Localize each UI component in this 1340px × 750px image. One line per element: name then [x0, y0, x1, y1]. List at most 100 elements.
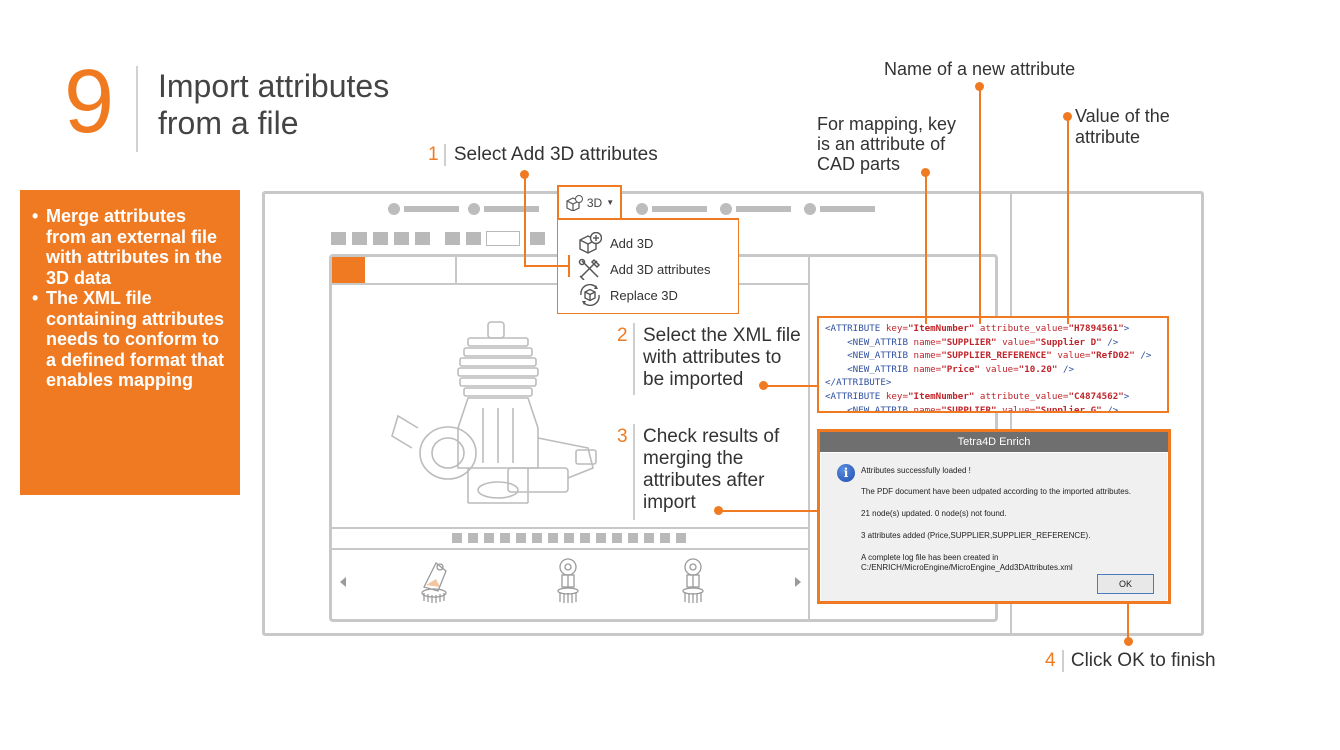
toolbar-square[interactable]: [445, 232, 460, 245]
attribute-value-line: attribute: [1075, 127, 1141, 147]
toolbar-square[interactable]: [331, 232, 346, 245]
thumbnail-pager: [452, 533, 686, 543]
toolbar-dot[interactable]: [720, 203, 732, 215]
pager-square[interactable]: [532, 533, 542, 543]
toolbar-square[interactable]: [373, 232, 388, 245]
toolbar-dot[interactable]: [636, 203, 648, 215]
pager-square[interactable]: [500, 533, 510, 543]
pager-square[interactable]: [484, 533, 494, 543]
xml-line: <NEW_ATTRIB name="SUPPLIER_REFERENCE" va…: [847, 350, 1152, 362]
toolbar-square[interactable]: [530, 232, 545, 245]
dialog-body: i Attributes successfully loaded ! The P…: [821, 453, 1167, 601]
toolbar-field[interactable]: [486, 231, 520, 246]
page-title-line-2: from a file: [158, 105, 299, 141]
connector-line: [720, 510, 817, 512]
callout-step-1: 1 Select Add 3D attributes: [428, 144, 658, 166]
viewer-side-divider: [808, 257, 810, 619]
toolbar-dot[interactable]: [468, 203, 480, 215]
thumbnail-part-1-icon[interactable]: [416, 557, 452, 605]
result-dialog: Tetra4D Enrich i Attributes successfully…: [817, 429, 1171, 604]
xml-line: <NEW_ATTRIB name="Price" value="10.20" /…: [847, 363, 1075, 375]
connector-dot: [1123, 637, 1133, 646]
connector-end: [568, 255, 570, 277]
thumbnail-part-2-icon[interactable]: [553, 557, 583, 605]
menu-item-label: Replace 3D: [610, 287, 678, 303]
mapping-key-line: For mapping, key: [817, 114, 957, 134]
callout-step-2: Select the XML file with attributes to b…: [643, 325, 801, 391]
menu-3d-button[interactable]: 3D ▼: [557, 185, 622, 220]
menu-item-label: Add 3D: [610, 235, 654, 251]
heading-divider: [136, 66, 138, 152]
callout-attribute-value: Value of the attribute: [1075, 106, 1170, 148]
step-2-line: be imported: [643, 369, 744, 390]
ok-button[interactable]: OK: [1097, 574, 1154, 594]
connector-dot: [520, 170, 529, 179]
connector-line: [765, 385, 817, 387]
connector-line: [1066, 118, 1069, 324]
pager-square[interactable]: [676, 533, 686, 543]
xml-line: <NEW_ATTRIB name="SUPPLIER" value="Suppl…: [847, 336, 1119, 348]
active-tab[interactable]: [332, 257, 365, 283]
step-3-number: 3: [617, 426, 628, 447]
menu-3d-label: 3D: [586, 195, 603, 210]
thumbnail-divider: [332, 527, 808, 529]
step-4-text: Click OK to finish: [1070, 650, 1216, 671]
connector-dot: [1063, 112, 1072, 121]
callout-step-3: Check results of merging the attributes …: [643, 426, 779, 514]
menu-item-replace-3d[interactable]: Replace 3D: [578, 284, 678, 306]
dialog-message: C:/ENRICH/MicroEngine/MicroEngine_Add3DA…: [861, 563, 1073, 572]
step-number: 9: [64, 52, 115, 152]
dialog-message: Attributes successfully loaded !: [861, 466, 971, 475]
toolbar-dot[interactable]: [388, 203, 400, 215]
step-1-text: Select Add 3D attributes: [453, 144, 658, 165]
toolbar-square[interactable]: [466, 232, 481, 245]
dialog-message: A complete log file has been created in: [861, 553, 999, 562]
toolbar-square[interactable]: [415, 232, 430, 245]
pager-square[interactable]: [596, 533, 606, 543]
pager-square[interactable]: [580, 533, 590, 543]
connector-dot: [921, 168, 930, 177]
pager-square[interactable]: [660, 533, 670, 543]
attribute-value-line: Value of the: [1075, 106, 1170, 126]
toolbar-square[interactable]: [394, 232, 409, 245]
connector-line: [523, 175, 526, 267]
toolbar-bar: [820, 206, 875, 212]
page-title: Import attributes from a file: [158, 68, 389, 142]
pager-square[interactable]: [612, 533, 622, 543]
pager-square[interactable]: [516, 533, 526, 543]
dialog-title: Tetra4D Enrich: [820, 432, 1168, 452]
menu-item-add-3d[interactable]: Add 3D: [578, 232, 653, 254]
pager-square[interactable]: [564, 533, 574, 543]
toolbar-bar: [652, 206, 707, 212]
pager-square[interactable]: [468, 533, 478, 543]
pager-square[interactable]: [452, 533, 462, 543]
info-box: Merge attributes from an external file w…: [20, 190, 240, 495]
replace-3d-icon: [580, 284, 600, 306]
dialog-message: 3 attributes added (Price,SUPPLIER,SUPPL…: [861, 531, 1091, 540]
connector-line: [978, 88, 981, 324]
thumbnail-part-3-icon[interactable]: [678, 557, 708, 605]
xml-line: <NEW_ATTRIB name="SUPPLIER" value="Suppl…: [847, 404, 1119, 413]
callout-step-4: 4 Click OK to finish: [1045, 650, 1216, 672]
pager-square[interactable]: [628, 533, 638, 543]
pager-square[interactable]: [644, 533, 654, 543]
tools-icon: [578, 258, 601, 280]
pager-square[interactable]: [548, 533, 558, 543]
step-3-line: Check results of: [643, 426, 780, 447]
dialog-message: The PDF document have been udpated accor…: [861, 487, 1131, 496]
thumbnail-divider: [332, 548, 808, 550]
callout-divider: [444, 144, 446, 166]
toolbar-square[interactable]: [352, 232, 367, 245]
menu-item-add-3d-attributes[interactable]: Add 3D attributes: [578, 258, 710, 280]
menu-item-label: Add 3D attributes: [610, 261, 711, 277]
thumbnail-next-icon[interactable]: [793, 576, 803, 588]
xml-line: <ATTRIBUTE key="ItemNumber" attribute_va…: [825, 390, 1130, 402]
info-bullet: Merge attributes from an external file w…: [32, 206, 230, 288]
right-pane-divider: [1010, 193, 1012, 634]
engine-model-icon[interactable]: [388, 318, 620, 518]
info-bullet: The XML file containing attributes needs…: [32, 288, 230, 391]
toolbar-bar: [484, 206, 539, 212]
thumbnail-prev-icon[interactable]: [338, 576, 348, 588]
toolbar-dot[interactable]: [804, 203, 816, 215]
toolbar-bar: [736, 206, 791, 212]
